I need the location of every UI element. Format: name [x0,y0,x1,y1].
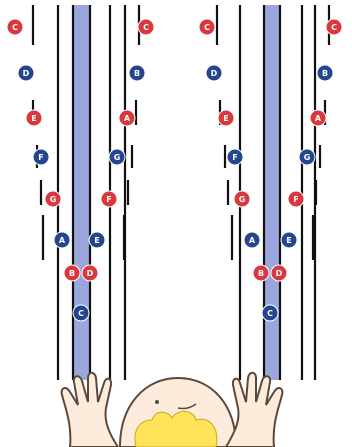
note-label: A [59,236,66,245]
note-label: D [211,69,218,78]
note-e-blue: E [281,232,297,248]
note-label: C [12,23,18,32]
note-label: F [38,153,43,162]
note-label: G [114,153,121,162]
note-a-red: A [310,110,326,126]
note-d-red: D [271,265,287,281]
note-b-blue: B [317,65,333,81]
note-e-blue: E [89,232,105,248]
note-label: A [249,236,256,245]
note-c-red: C [7,19,23,35]
note-label: G [304,153,311,162]
note-label: B [258,269,264,278]
note-e-red: E [218,110,234,126]
note-c-red: C [199,19,215,35]
note-label: C [204,23,210,32]
note-label: D [276,269,283,278]
note-label: E [31,114,36,123]
note-f-blue: F [33,149,49,165]
left-hand [62,373,118,447]
note-f-red: F [288,191,304,207]
note-c-blue: C [262,305,278,321]
note-label: B [134,69,140,78]
note-d-blue: D [206,65,222,81]
baby-reaching-illustration [62,373,283,447]
note-d-blue: D [18,65,34,81]
note-label: G [50,195,57,204]
note-label: C [267,309,273,318]
note-label: B [322,69,328,78]
note-label: A [315,114,322,123]
note-label: E [94,236,99,245]
note-label: C [143,23,149,32]
note-g-blue: G [299,149,315,165]
note-b-red: B [64,265,80,281]
note-label: B [69,269,75,278]
baby-eye [155,400,159,404]
note-f-blue: F [227,149,243,165]
note-label: A [124,114,131,123]
note-c-blue: C [73,305,89,321]
note-g-red: G [234,191,250,207]
note-a-blue: A [244,232,260,248]
note-g-blue: G [109,149,125,165]
note-b-red: B [253,265,269,281]
note-d-red: D [82,265,98,281]
note-label: D [23,69,30,78]
note-label: E [223,114,228,123]
note-label: F [293,195,298,204]
right-hand [226,373,282,447]
note-c-red: C [138,19,154,35]
note-c-red: C [326,19,342,35]
note-a-blue: A [54,232,70,248]
note-a-red: A [119,110,135,126]
note-label: C [331,23,337,32]
note-f-red: F [101,191,117,207]
center-stripe [264,5,280,380]
note-e-red: E [26,110,42,126]
note-label: E [286,236,291,245]
note-b-blue: B [129,65,145,81]
note-label: F [232,153,237,162]
right-staff: C C D B E A F G G F A E B D C [199,5,342,380]
center-stripe [73,5,90,380]
note-label: C [78,309,84,318]
note-g-red: G [45,191,61,207]
note-label: F [106,195,111,204]
note-label: D [87,269,94,278]
left-staff: C C D B E A F G G F A E B D C [7,5,154,380]
note-label: G [239,195,246,204]
